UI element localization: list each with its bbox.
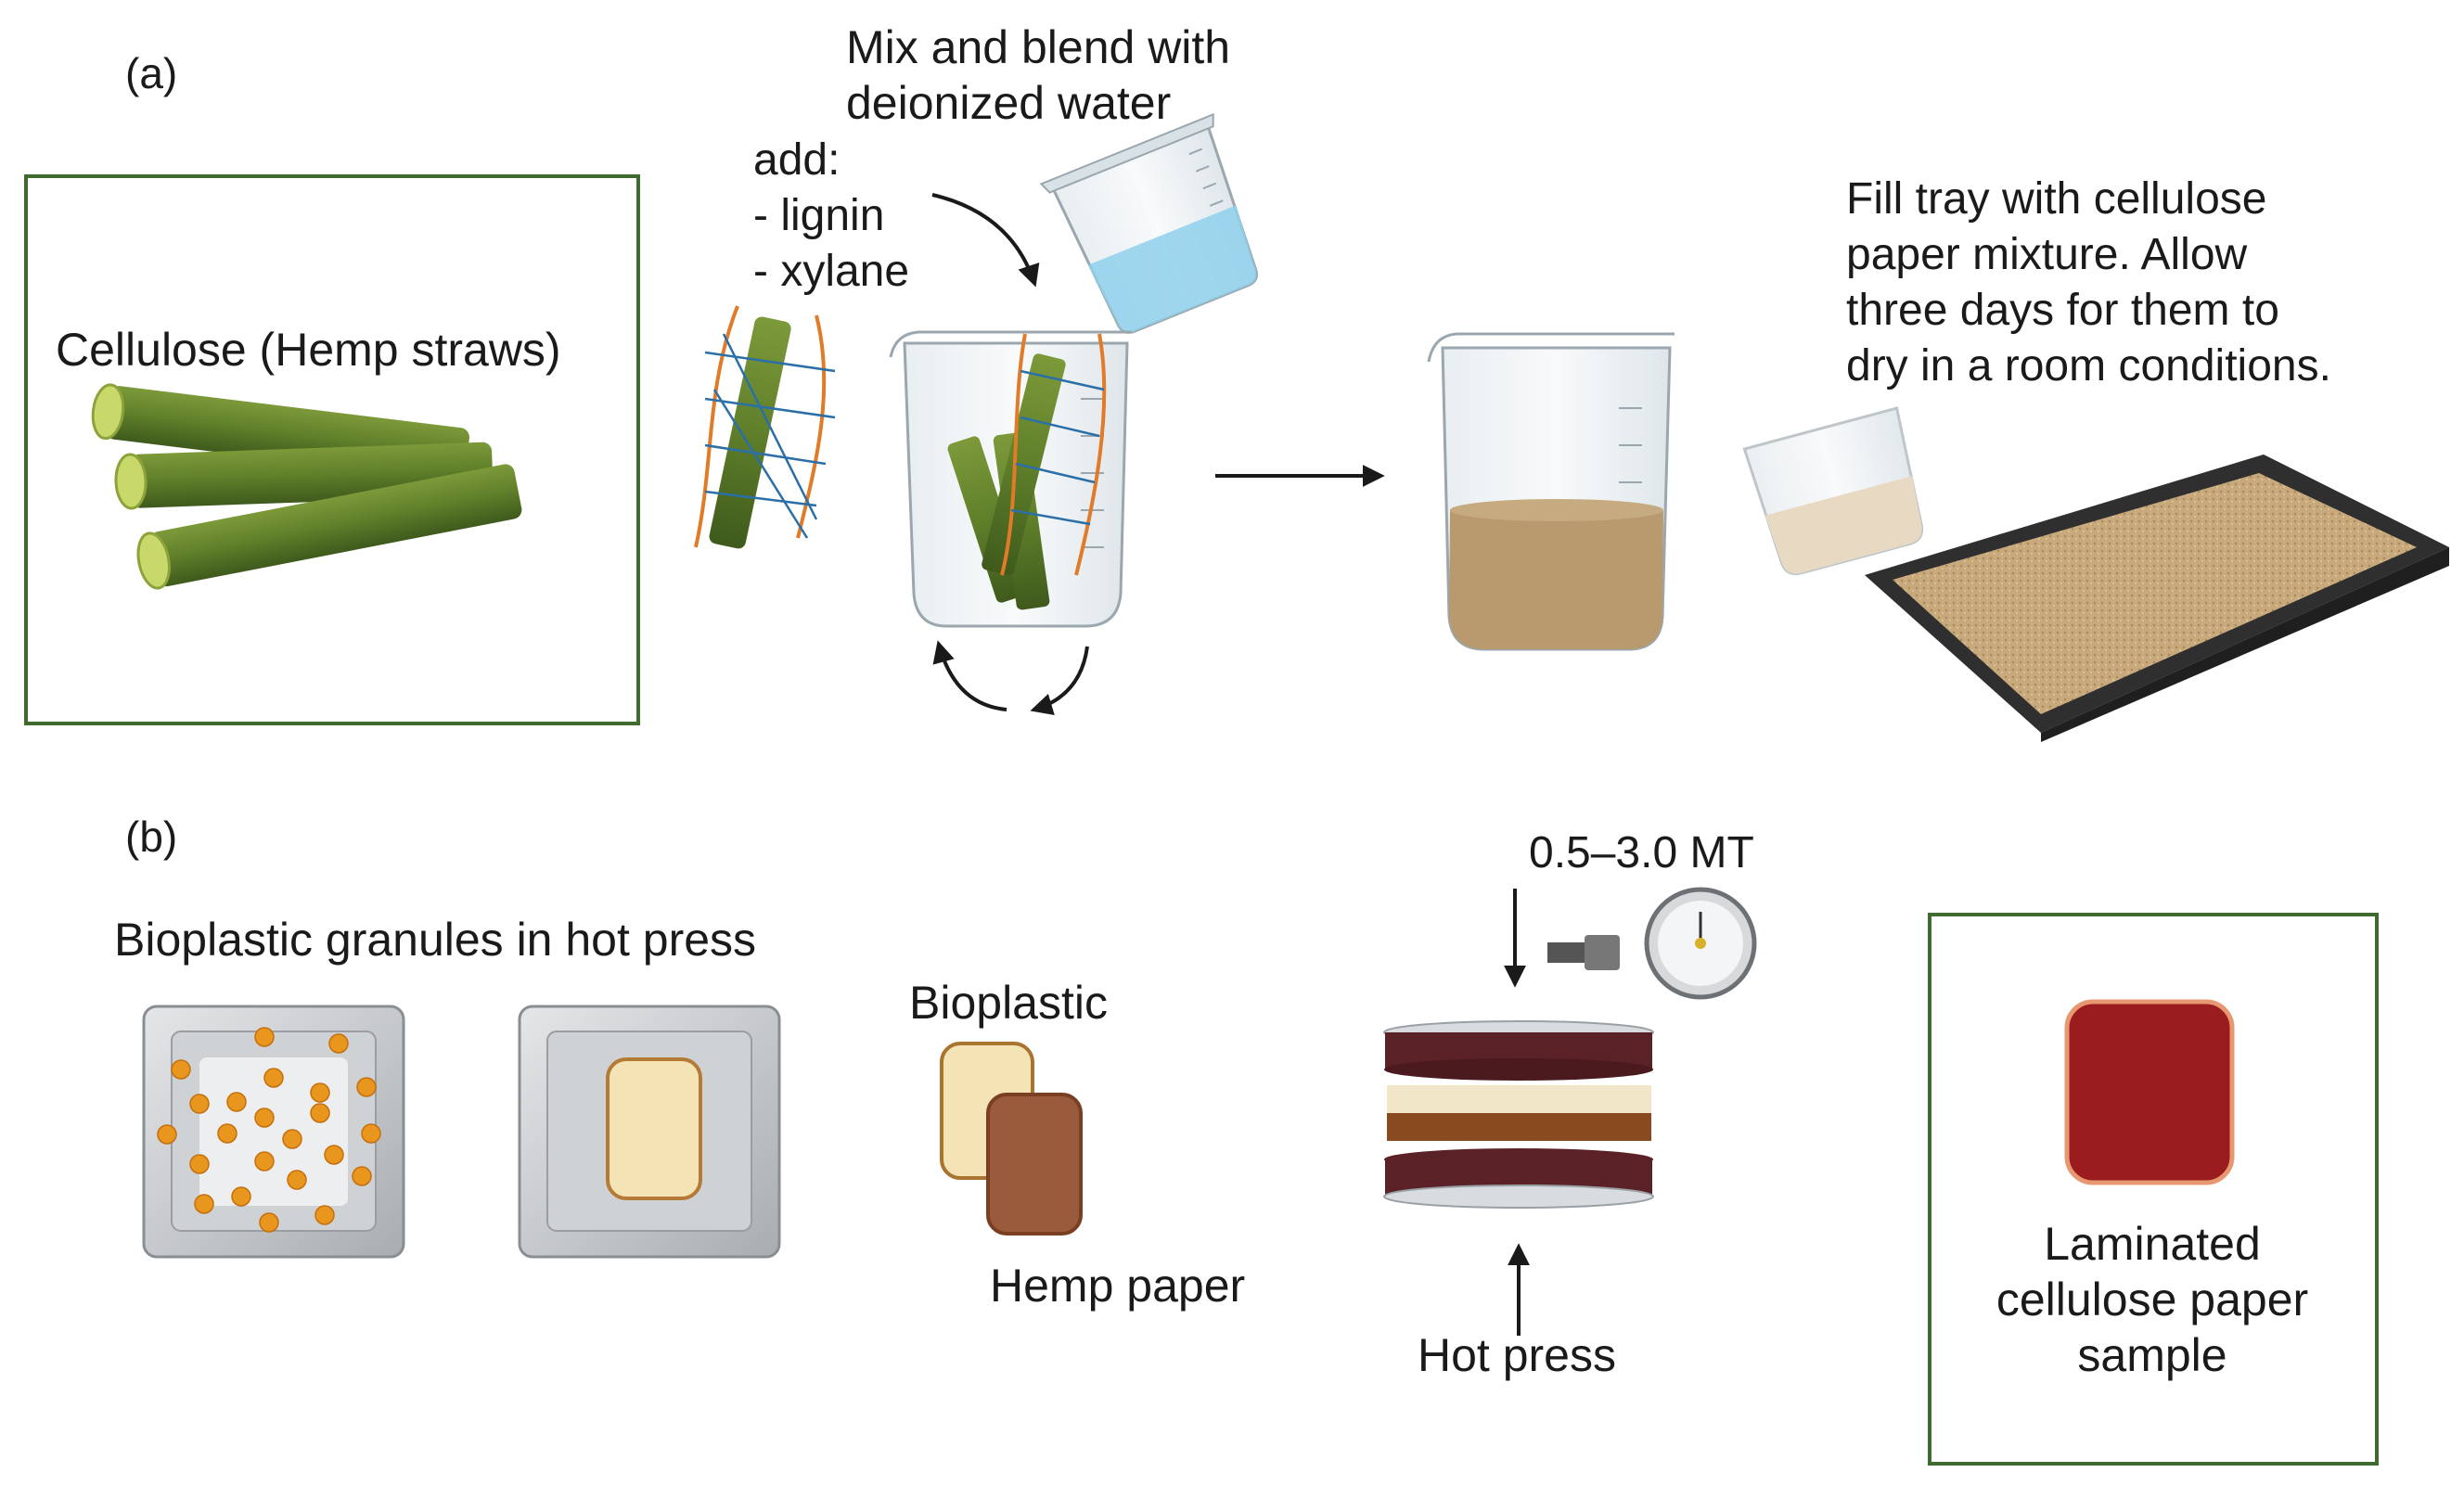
fiber-bundle-icon (694, 305, 836, 549)
granule (254, 1151, 275, 1172)
press-stack-icon (1383, 1020, 1654, 1209)
add-label-line-3: - xylane (753, 247, 909, 296)
granule (189, 1094, 210, 1114)
tray-label-line-1: Fill tray with cellulose (1846, 174, 2266, 224)
granule (157, 1124, 177, 1145)
hemp-paper-sheet-icon (986, 1093, 1083, 1236)
laminated-sample-icon (2064, 999, 2235, 1185)
granule (194, 1194, 214, 1214)
granule (263, 1068, 284, 1088)
granule (356, 1077, 377, 1097)
sample-label-line-2: cellulose paper (1996, 1274, 2308, 1325)
add-arrow (931, 193, 1040, 288)
granule (171, 1059, 191, 1080)
granule (254, 1027, 275, 1047)
cellulose-label: Cellulose (Hemp straws) (56, 324, 561, 376)
granule (287, 1170, 307, 1190)
granules-group (157, 1027, 381, 1233)
hemp-paper-label: Hemp paper (990, 1260, 1245, 1312)
granule (259, 1212, 279, 1233)
sample-label-line-1: Laminated (2044, 1218, 2261, 1270)
granule (314, 1205, 335, 1225)
hemp-straws-icon (91, 383, 522, 590)
add-label-line-2: - lignin (753, 191, 884, 240)
sample-label-line-3: sample (2077, 1329, 2227, 1381)
tray-label-line-2: paper mixture. Allow (1846, 230, 2248, 279)
hot-press-mold-filled-icon (518, 1005, 781, 1259)
rotation-arrow-right (1030, 646, 1089, 715)
granule (361, 1123, 381, 1144)
granule (231, 1186, 251, 1207)
tray-label-line-4: dry in a room conditions. (1846, 341, 2331, 391)
slurry-beaker-icon (1427, 332, 1675, 651)
granule (282, 1129, 302, 1149)
water-beaker-icon (1039, 112, 1258, 334)
granule (310, 1103, 330, 1123)
mixing-beaker-icon (889, 330, 1132, 628)
cellulose-box (24, 174, 640, 725)
bioplastic-label: Bioplastic (909, 977, 1108, 1029)
add-label-line-1: add: (753, 135, 840, 185)
granule (324, 1145, 344, 1165)
granule (226, 1092, 247, 1112)
pressure-label: 0.5–3.0 MT (1529, 828, 1754, 877)
rotation-arrow-left (932, 640, 1007, 711)
granule (352, 1166, 372, 1186)
drying-tray-icon (1865, 455, 2449, 742)
granule (254, 1107, 275, 1128)
sample-box (1928, 913, 2379, 1466)
mix-label-line-2: deionized water (846, 77, 1171, 129)
pressure-gauge-icon (1547, 887, 1757, 1000)
panel-a-label: (a) (125, 49, 177, 97)
granules-label: Bioplastic granules in hot press (114, 914, 756, 966)
granule (328, 1033, 349, 1054)
mix-label-line-1: Mix and blend with (846, 21, 1230, 73)
granule (217, 1123, 237, 1144)
granule (189, 1154, 210, 1174)
tray-label-line-3: three days for them to (1846, 286, 2279, 335)
pour-beaker-icon (1742, 406, 1924, 576)
granule (310, 1082, 330, 1103)
hot-press-label: Hot press (1418, 1329, 1616, 1381)
panel-b-label: (b) (125, 813, 177, 861)
